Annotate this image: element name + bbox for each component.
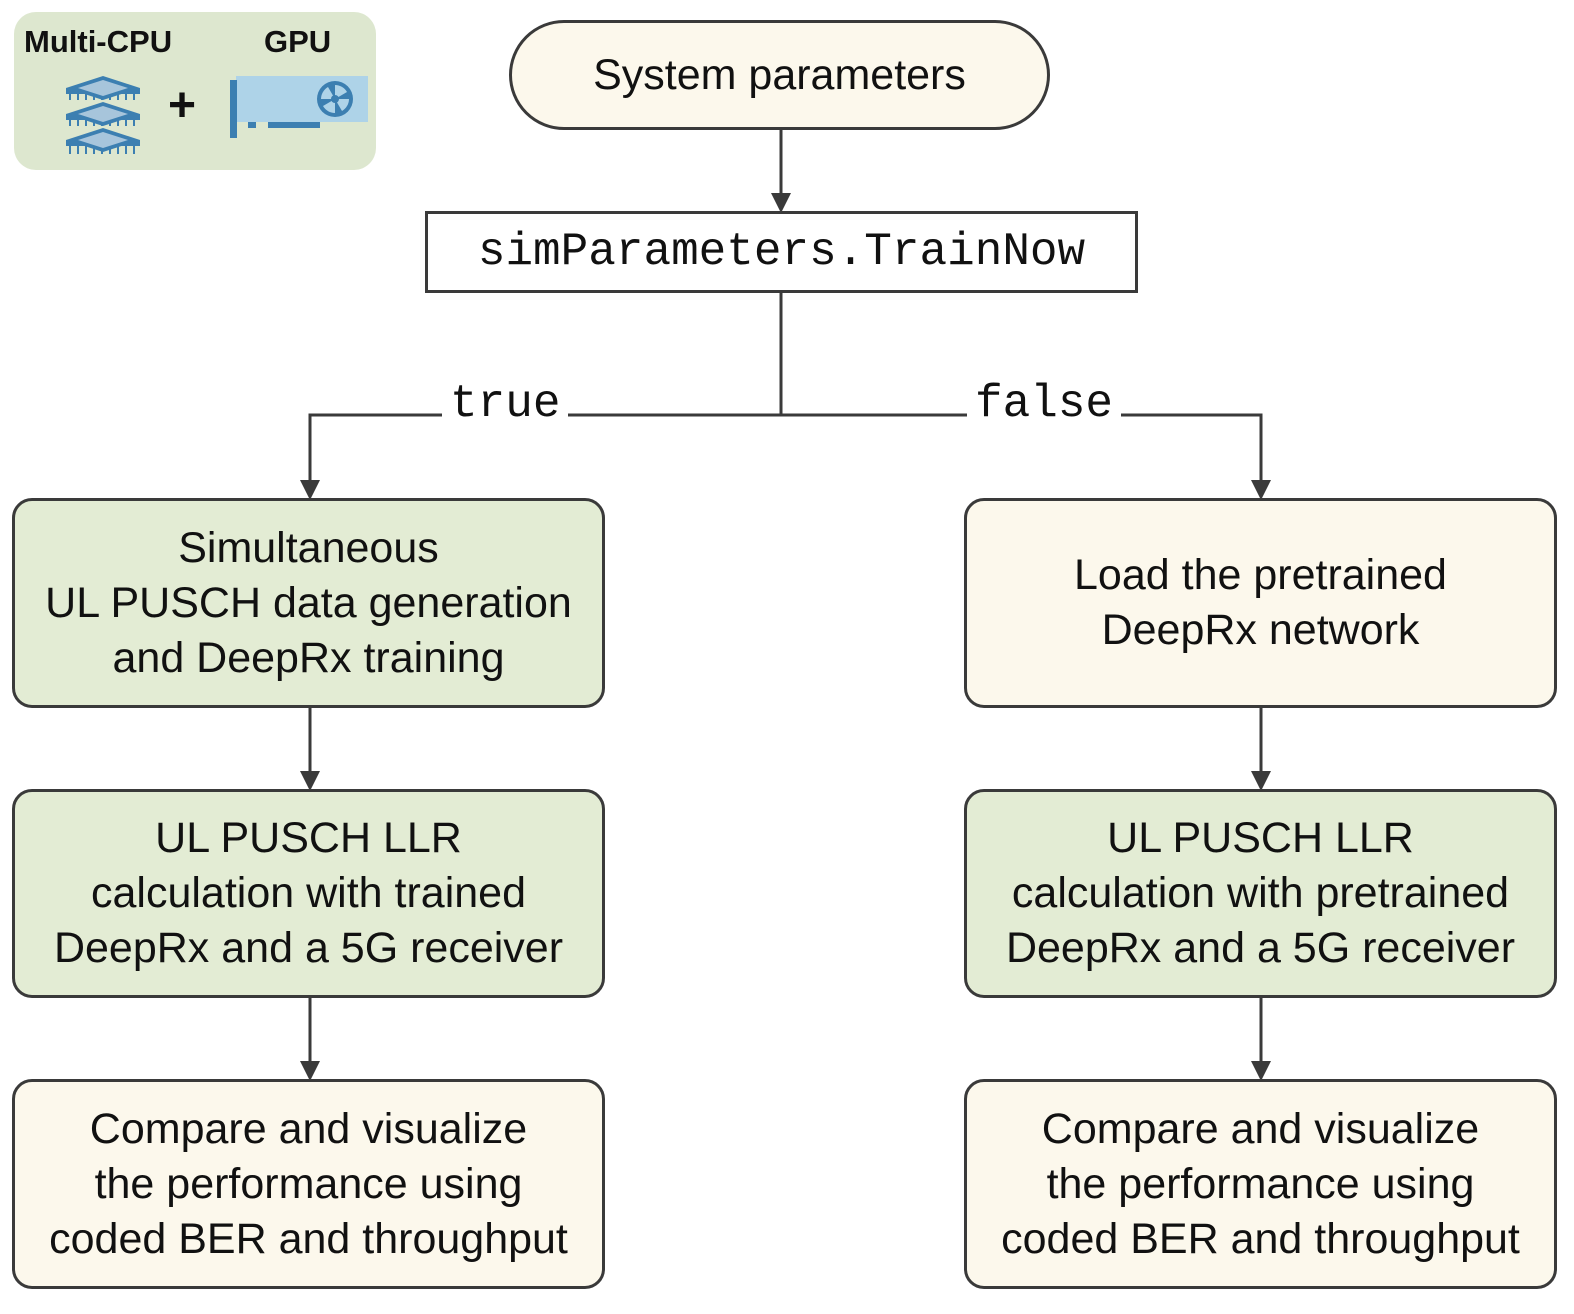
compare-right-node-text: Compare and visualize the performance us… [1001,1104,1520,1263]
llr-pretrained-node: UL PUSCH LLR calculation with pretrained… [964,789,1557,998]
hardware-legend: Multi-CPU GPU [14,12,376,170]
compare-left-node-text: Compare and visualize the performance us… [49,1104,568,1263]
load-pretrained-node-text: Load the pretrained DeepRx network [1074,551,1447,654]
llr-pretrained-node-text: UL PUSCH LLR calculation with pretrained… [1005,814,1516,972]
decision-node: simParameters.TrainNow [425,211,1138,293]
compare-left-node: Compare and visualize the performance us… [12,1079,605,1289]
arrow-false-branch [781,413,1271,500]
start-node-text: System parameters [593,50,966,99]
llr-trained-node-text: UL PUSCH LLR calculation with trained De… [53,814,564,972]
multi-cpu-label: Multi-CPU [24,24,173,59]
compare-right-node: Compare and visualize the performance us… [964,1079,1557,1289]
start-node: System parameters [509,20,1050,130]
training-node-text: Simultaneous UL PUSCH data generation an… [45,523,572,682]
gpu-card-icon [228,74,370,140]
training-node: Simultaneous UL PUSCH data generation an… [12,498,605,708]
decision-node-text: simParameters.TrainNow [477,225,1086,278]
load-pretrained-node: Load the pretrained DeepRx network [964,498,1557,708]
arrow-true-branch [300,413,781,500]
plus-sign: + [168,79,197,132]
gpu-label: GPU [264,24,332,59]
false-branch-label: false [967,377,1122,431]
true-branch-label: true [442,377,569,431]
llr-trained-node: UL PUSCH LLR calculation with trained De… [12,789,605,998]
cpu-stack-icon [58,74,148,162]
